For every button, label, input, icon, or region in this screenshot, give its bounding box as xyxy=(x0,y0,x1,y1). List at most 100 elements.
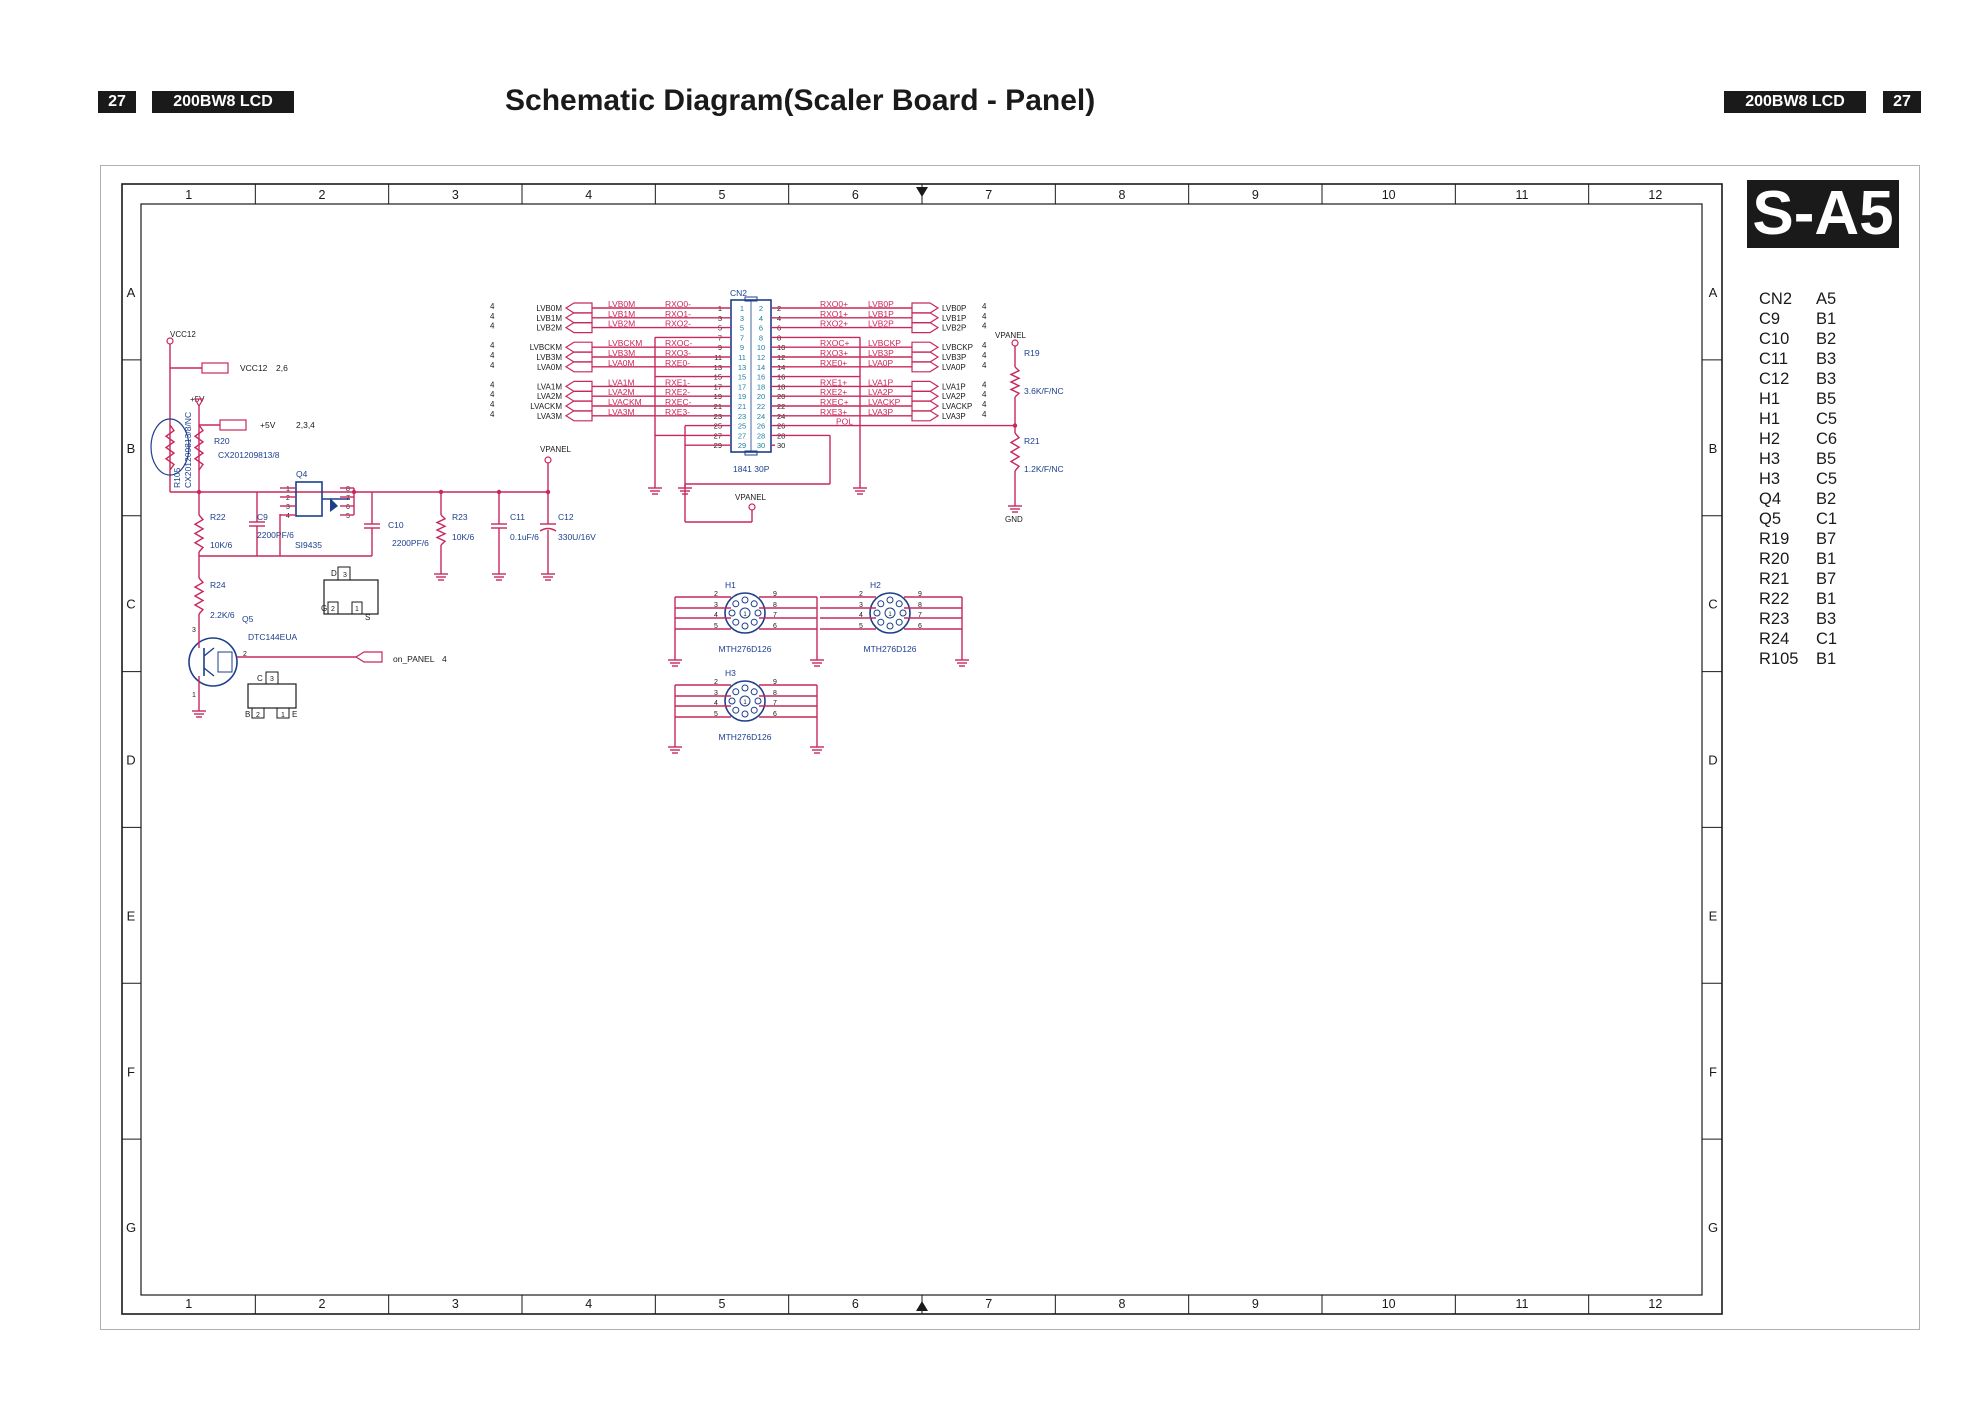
q4-diode-icon xyxy=(330,498,338,512)
q5-pin-e: 1 xyxy=(192,692,196,699)
reference-location: B7 xyxy=(1816,530,1837,548)
cn2-pin-inner: 23 xyxy=(738,412,746,421)
r21-resistor xyxy=(1009,432,1021,472)
grid-row-label-right: C xyxy=(1708,597,1717,612)
mounting-hole-pin: 8 xyxy=(773,602,777,609)
mounting-hole-pad xyxy=(750,688,758,696)
q4-package-pin xyxy=(337,566,351,581)
reference-location: B2 xyxy=(1816,330,1837,348)
reference-row: C11 B3 xyxy=(1759,349,1837,369)
grid-column-label-bottom: 3 xyxy=(452,1297,459,1311)
r105-r20-option-outline xyxy=(150,418,190,476)
cn2-pin-inner: 22 xyxy=(757,402,765,411)
on-panel-offpage xyxy=(354,651,383,663)
r19-vpanel-terminal xyxy=(1011,339,1019,347)
reference-id: Q4 xyxy=(1759,490,1782,508)
cn2-left-net: LVA2M xyxy=(608,387,635,397)
q5-part-number: DTC144EUA xyxy=(248,632,297,642)
mounting-hole-ref: H1 xyxy=(725,580,736,590)
grid-row-label-right: G xyxy=(1708,1220,1718,1235)
grid-column-label-top: 5 xyxy=(719,188,726,202)
mounting-hole-pin: 6 xyxy=(773,711,777,718)
reference-location: B3 xyxy=(1816,610,1837,628)
frame-border-outer xyxy=(121,183,1723,1315)
mounting-hole-ref: H3 xyxy=(725,668,736,678)
c12-value: 330U/16V xyxy=(558,532,596,542)
reference-id: R105 xyxy=(1759,650,1799,668)
cn2-left-rx: RXO3- xyxy=(665,348,691,358)
grid-column-label-top: 6 xyxy=(852,188,859,202)
cn2-right-offpage xyxy=(911,390,940,402)
q4-pin: 8 xyxy=(346,486,350,493)
cn2-left-offpage xyxy=(564,351,593,363)
cn2-left-port-label: LVB3M xyxy=(536,353,562,362)
junction-dot xyxy=(545,489,551,495)
reference-id: C10 xyxy=(1759,330,1790,348)
mounting-hole-pad xyxy=(754,697,762,705)
mounting-hole-ref: H2 xyxy=(870,580,881,590)
cn2-right-sheet-ref: 4 xyxy=(982,351,987,360)
cn2-right-port-label: LVACKP xyxy=(942,402,972,411)
junction-dot xyxy=(1012,423,1018,428)
reference-id: C11 xyxy=(1759,350,1789,368)
cn2-right-rx: RXE1+ xyxy=(820,377,847,387)
cn2-left-net: LVB1M xyxy=(608,309,635,319)
grid-row-label-left: F xyxy=(127,1064,135,1079)
q4-pkg-gate: G xyxy=(321,604,327,613)
cn2-pin-inner: 28 xyxy=(757,431,765,440)
reference-id: H3 xyxy=(1759,450,1781,468)
cn2-left-net: LVACKM xyxy=(608,397,642,407)
q4-part-number: SI9435 xyxy=(295,540,322,550)
grid-column-label-bottom: 10 xyxy=(1382,1297,1396,1311)
cn2-left-rx: RXE1- xyxy=(665,377,690,387)
frame-border-inner xyxy=(140,203,1703,1296)
cn2-pin-inner: 15 xyxy=(738,373,746,382)
grid-column-label-top: 8 xyxy=(1119,188,1126,202)
net-label-vpanel-right: VPANEL xyxy=(995,331,1027,340)
cn2-right-sheet-ref: 4 xyxy=(982,400,987,409)
mounting-hole-pin: 7 xyxy=(918,612,922,619)
cn2-pin-inner: 6 xyxy=(759,324,763,333)
q5-pkg-pin3: 3 xyxy=(270,676,274,683)
q5-package-pin xyxy=(251,707,265,719)
q5-transistor-body xyxy=(188,637,238,687)
cn2-pin-inner: 8 xyxy=(759,333,763,342)
q4-pkg-drain: D xyxy=(331,569,337,578)
reference-location: B3 xyxy=(1816,350,1837,368)
cn2-right-net: LVACKP xyxy=(868,397,901,407)
mounting-hole-pin: 7 xyxy=(773,700,777,707)
net-label-plus5v-ref: +5V xyxy=(260,420,276,430)
cn2-left-offpage xyxy=(564,322,593,334)
cn2-right-offpage xyxy=(911,410,940,422)
cn2-left-net: LVA1M xyxy=(608,377,635,387)
cn2-right-sheet-ref: 4 xyxy=(982,380,987,389)
net-label-vcc12: VCC12 xyxy=(170,330,196,339)
cn2-right-sheet-ref: 4 xyxy=(982,322,987,331)
center-marker-top xyxy=(916,187,928,197)
reference-location: B1 xyxy=(1816,550,1837,568)
cn2-right-rx: RXOC+ xyxy=(820,338,850,348)
reference-id: C12 xyxy=(1759,370,1790,388)
mounting-hole-pad xyxy=(741,684,749,692)
r21-value: 1.2K/F/NC xyxy=(1024,464,1064,474)
reference-location: B1 xyxy=(1816,590,1837,608)
cn2-left-offpage xyxy=(564,312,593,324)
cn2-pin-inner: 10 xyxy=(757,343,765,352)
grid-row-label-right: E xyxy=(1709,908,1718,923)
cn2-left-sheet-ref: 4 xyxy=(490,312,495,321)
cn2-right-rx: RXE2+ xyxy=(820,387,847,397)
cn2-left-offpage xyxy=(564,390,593,402)
mounting-hole-pin: 3 xyxy=(859,602,863,609)
q4-package-outline xyxy=(323,579,379,615)
mounting-hole-pad xyxy=(741,596,749,604)
cn2-right-sheet-ref: 4 xyxy=(982,361,987,370)
cn2-right-port-label: LVB1P xyxy=(942,314,966,323)
reference-location: B7 xyxy=(1816,570,1837,588)
r19-value: 3.6K/F/NC xyxy=(1024,386,1064,396)
mounting-hole-pad xyxy=(899,609,907,617)
